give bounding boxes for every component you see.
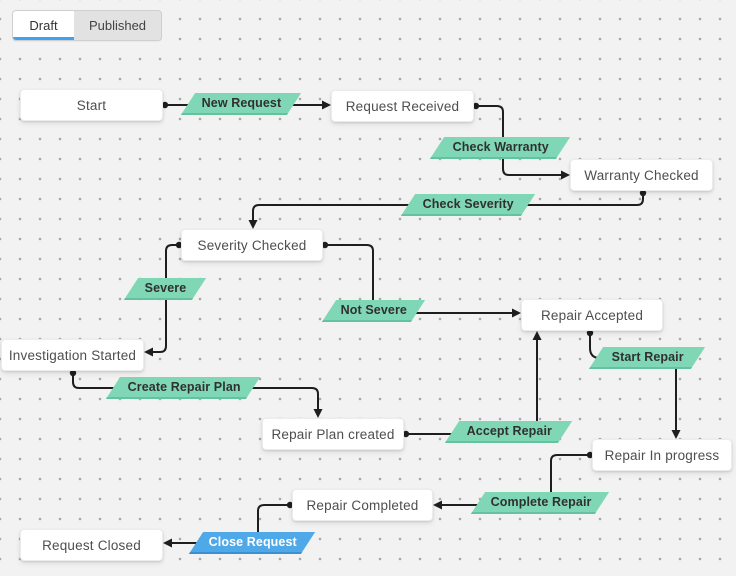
transition-label-text: Not Severe	[340, 303, 408, 317]
edge-source-dot	[586, 329, 594, 337]
state-node-repair-plan-created[interactable]: Repair Plan created	[262, 418, 404, 450]
transition-label-text: Complete Repair	[490, 495, 592, 509]
edge-source-dot	[69, 369, 77, 377]
transition-label-check-severity[interactable]: Check Severity	[400, 194, 536, 216]
edge-source-dot	[175, 241, 183, 249]
state-node-request-closed[interactable]: Request Closed	[20, 529, 163, 561]
edge-source-dot	[402, 430, 410, 438]
transition-label-text: Start Repair	[611, 350, 684, 364]
state-node-repair-completed[interactable]: Repair Completed	[292, 489, 433, 521]
edge-source-dot	[321, 241, 329, 249]
state-node-repair-accepted[interactable]: Repair Accepted	[521, 299, 663, 331]
state-node-severity-checked[interactable]: Severity Checked	[181, 229, 323, 261]
state-node-repair-in-progress[interactable]: Repair In progress	[592, 439, 732, 471]
transition-label-text: New Request	[201, 96, 282, 110]
transition-label-close-request[interactable]: Close Request	[188, 532, 316, 554]
edge-arrowhead	[532, 331, 542, 340]
tab-published[interactable]: Published	[74, 11, 161, 40]
transition-label-start-repair[interactable]: Start Repair	[588, 347, 706, 369]
transition-label-new-request[interactable]: New Request	[180, 93, 302, 115]
tab-published-label: Published	[88, 18, 147, 33]
transition-label-create-repair-plan[interactable]: Create Repair Plan	[105, 377, 261, 399]
transition-label-complete-repair[interactable]: Complete Repair	[470, 492, 610, 514]
state-node-warranty-checked[interactable]: Warranty Checked	[570, 159, 713, 191]
edge-arrowhead	[144, 347, 153, 357]
edge-arrowhead	[512, 308, 521, 318]
edge-arrowhead	[313, 409, 323, 418]
edge-arrowhead	[671, 430, 681, 439]
active-tab-indicator	[13, 37, 74, 40]
transition-label-text: Accept Repair	[466, 424, 552, 438]
state-node-start[interactable]: Start	[20, 89, 163, 121]
edge-arrowhead	[561, 170, 570, 180]
transition-label-text: Check Severity	[423, 197, 515, 211]
edge-source-dot	[161, 101, 169, 109]
transition-label-text: Severe	[144, 281, 187, 295]
edge-arrowhead	[322, 100, 331, 110]
edge-source-dot	[286, 501, 294, 509]
transition-label-text: Check Warranty	[452, 140, 549, 154]
state-node-request-received[interactable]: Request Received	[331, 90, 474, 122]
edge-source-dot	[472, 102, 480, 110]
edge-source-dot	[586, 451, 594, 459]
transition-label-text: Create Repair Plan	[127, 380, 241, 394]
transition-label-accept-repair[interactable]: Accept Repair	[444, 421, 573, 443]
edge-arrowhead	[163, 538, 172, 548]
edge-source-dot	[639, 189, 647, 197]
edge-start-repair	[589, 331, 677, 431]
version-tabs: Draft Published	[12, 10, 162, 41]
transition-label-text: Close Request	[208, 535, 297, 549]
edge-arrowhead	[248, 220, 258, 229]
transition-label-severe[interactable]: Severe	[123, 278, 207, 300]
transition-label-check-warranty[interactable]: Check Warranty	[429, 137, 571, 159]
tab-draft-label: Draft	[29, 18, 58, 33]
state-node-investigation-started[interactable]: Investigation Started	[1, 339, 144, 371]
edge-arrowhead	[433, 500, 442, 510]
edge-accept-repair	[404, 339, 538, 435]
transition-label-not-severe[interactable]: Not Severe	[321, 300, 426, 322]
tab-draft[interactable]: Draft	[13, 11, 74, 40]
